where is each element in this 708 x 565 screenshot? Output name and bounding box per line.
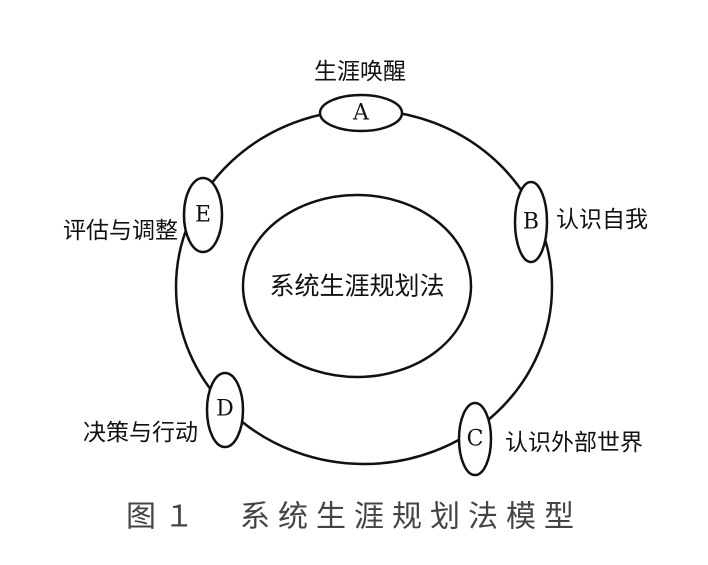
node-d-ellipse [205, 371, 245, 449]
node-d-letter: D [216, 397, 234, 422]
node-a-ellipse [318, 93, 404, 133]
node-a-letter: A [352, 101, 370, 126]
node-b: B [513, 180, 549, 264]
node-c-ellipse [457, 401, 493, 477]
node-c-letter: C [467, 427, 484, 452]
node-c: C [457, 401, 493, 477]
node-a-label: 生涯唤醒 [314, 59, 406, 85]
node-b-letter: B [523, 210, 539, 235]
node-e-label: 评估与调整 [63, 218, 178, 244]
node-d: D [205, 371, 245, 449]
node-d-label: 决策与行动 [83, 420, 198, 446]
node-e-letter: E [195, 203, 211, 228]
node-b-label: 认识自我 [556, 207, 648, 233]
node-e-ellipse [182, 176, 224, 254]
center-label: 系统生涯规划法 [269, 272, 444, 301]
node-a: A [318, 93, 404, 133]
figure-caption: 图１ 系统生涯规划法模型 [126, 500, 582, 535]
node-b-ellipse [513, 180, 549, 264]
node-c-label: 认识外部世界 [505, 430, 643, 456]
center-core-ellipse [241, 193, 473, 379]
node-e: E [182, 176, 224, 254]
